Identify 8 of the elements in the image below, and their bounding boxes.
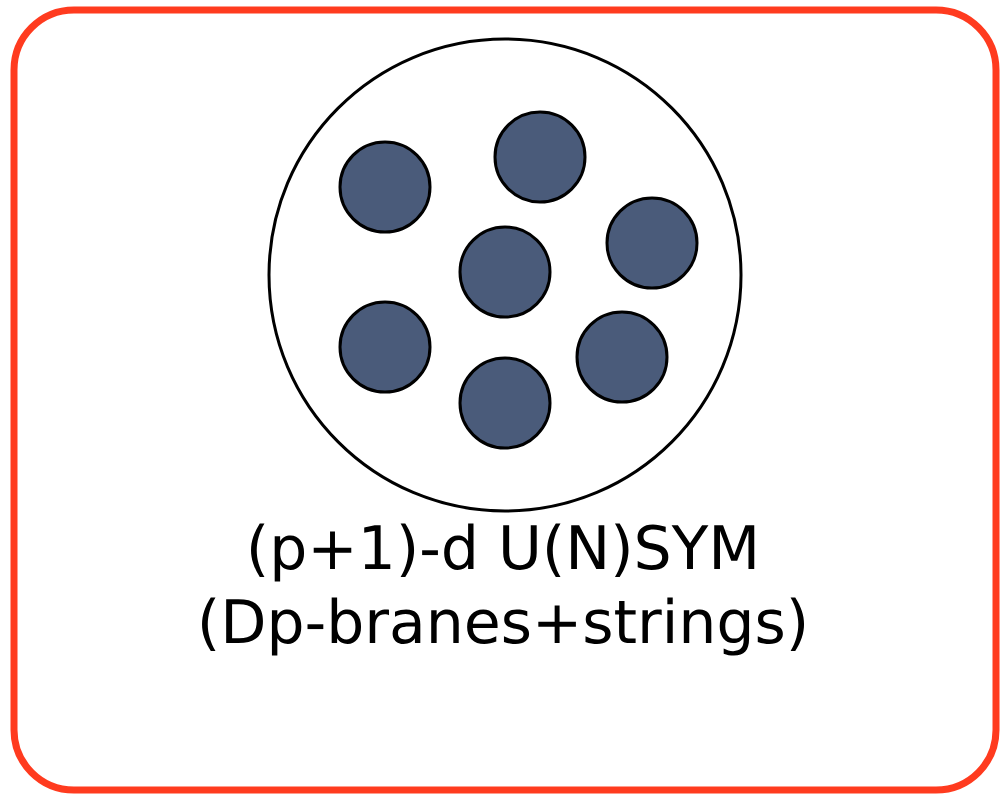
filled-disc	[338, 300, 432, 394]
filled-disc	[575, 310, 669, 404]
filled-disc	[458, 356, 552, 450]
filled-disc	[338, 140, 432, 234]
filled-disc	[458, 225, 552, 319]
filled-disc	[605, 196, 699, 290]
panel-box: (p+1)-d U(N)SYM (Dp-branes+strings)	[10, 6, 1000, 794]
filled-disc	[493, 110, 587, 204]
